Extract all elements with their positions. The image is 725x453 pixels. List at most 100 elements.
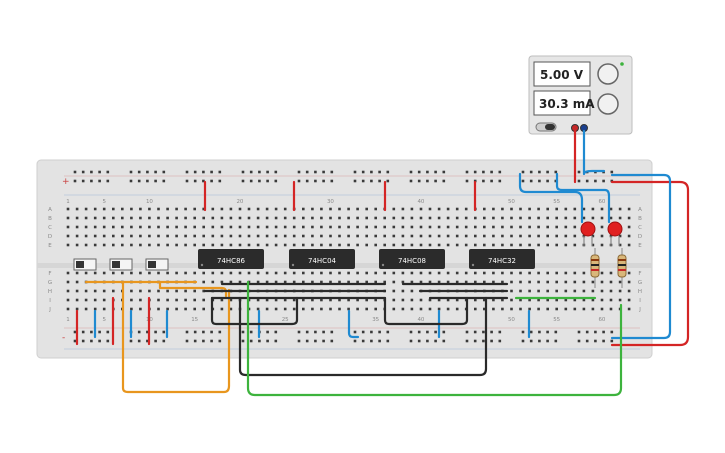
breadboard-hole[interactable]: [220, 243, 224, 247]
breadboard-hole[interactable]: [546, 298, 549, 302]
breadboard-hole[interactable]: [249, 170, 253, 174]
breadboard-hole[interactable]: [162, 330, 166, 334]
breadboard-hole[interactable]: [627, 207, 631, 211]
breadboard-hole[interactable]: [66, 307, 70, 311]
breadboard-hole[interactable]: [121, 271, 124, 275]
breadboard-hole[interactable]: [378, 339, 381, 343]
breadboard-hole[interactable]: [256, 298, 260, 302]
breadboard-hole[interactable]: [521, 330, 525, 334]
breadboard-hole[interactable]: [329, 298, 332, 302]
breadboard-hole[interactable]: [211, 207, 215, 211]
breadboard-hole[interactable]: [266, 339, 269, 343]
breadboard-hole[interactable]: [627, 298, 631, 302]
chip-and[interactable]: 74HC08: [379, 249, 445, 269]
breadboard-hole[interactable]: [465, 339, 469, 343]
breadboard-hole[interactable]: [446, 307, 450, 311]
breadboard-hole[interactable]: [157, 243, 160, 247]
breadboard-hole[interactable]: [356, 243, 359, 247]
breadboard-hole[interactable]: [365, 225, 368, 229]
breadboard-hole[interactable]: [202, 289, 205, 293]
breadboard-hole[interactable]: [365, 234, 368, 238]
wire-blue-rail-loop[interactable]: [610, 173, 672, 340]
breadboard-hole[interactable]: [154, 170, 157, 174]
breadboard-hole[interactable]: [112, 216, 115, 220]
breadboard-hole[interactable]: [510, 289, 513, 293]
breadboard-hole[interactable]: [292, 271, 296, 275]
breadboard-hole[interactable]: [81, 330, 85, 334]
breadboard-hole[interactable]: [258, 339, 261, 343]
breadboard-hole[interactable]: [437, 280, 441, 284]
breadboard-hole[interactable]: [106, 170, 110, 174]
breadboard-hole[interactable]: [283, 243, 287, 247]
breadboard-hole[interactable]: [537, 207, 540, 211]
breadboard-hole[interactable]: [528, 271, 531, 275]
breadboard-hole[interactable]: [546, 179, 549, 183]
breadboard-hole[interactable]: [338, 234, 341, 238]
breadboard-hole[interactable]: [256, 243, 260, 247]
breadboard-hole[interactable]: [582, 298, 586, 302]
breadboard-hole[interactable]: [428, 234, 432, 238]
breadboard-hole[interactable]: [442, 179, 446, 183]
breadboard-hole[interactable]: [609, 298, 613, 302]
breadboard-hole[interactable]: [410, 243, 414, 247]
breadboard-hole[interactable]: [356, 271, 359, 275]
breadboard-hole[interactable]: [338, 298, 341, 302]
breadboard-hole[interactable]: [419, 280, 423, 284]
breadboard-hole[interactable]: [374, 243, 377, 247]
breadboard-hole[interactable]: [75, 216, 79, 220]
breadboard-hole[interactable]: [401, 225, 405, 229]
breadboard-hole[interactable]: [510, 234, 513, 238]
breadboard-hole[interactable]: [338, 307, 341, 311]
breadboard-hole[interactable]: [185, 330, 189, 334]
breadboard-hole[interactable]: [320, 234, 323, 238]
breadboard-hole[interactable]: [148, 289, 151, 293]
breadboard-hole[interactable]: [627, 225, 631, 229]
breadboard-hole[interactable]: [582, 216, 586, 220]
breadboard-hole[interactable]: [602, 339, 605, 343]
breadboard-hole[interactable]: [256, 307, 260, 311]
breadboard-hole[interactable]: [202, 179, 205, 183]
breadboard-hole[interactable]: [473, 339, 477, 343]
breadboard-hole[interactable]: [193, 339, 197, 343]
breadboard-hole[interactable]: [330, 330, 334, 334]
breadboard-hole[interactable]: [338, 216, 341, 220]
breadboard-hole[interactable]: [166, 289, 169, 293]
breadboard-hole[interactable]: [529, 170, 533, 174]
breadboard-hole[interactable]: [564, 234, 568, 238]
breadboard-hole[interactable]: [258, 179, 261, 183]
breadboard-hole[interactable]: [582, 289, 586, 293]
breadboard-hole[interactable]: [401, 207, 405, 211]
breadboard-hole[interactable]: [292, 307, 296, 311]
breadboard-hole[interactable]: [210, 339, 213, 343]
breadboard-hole[interactable]: [546, 339, 549, 343]
breadboard-hole[interactable]: [409, 170, 413, 174]
breadboard-hole[interactable]: [582, 307, 586, 311]
breadboard-hole[interactable]: [184, 225, 187, 229]
breadboard-hole[interactable]: [106, 330, 110, 334]
breadboard-hole[interactable]: [554, 170, 558, 174]
breadboard-hole[interactable]: [428, 243, 432, 247]
breadboard-hole[interactable]: [455, 298, 459, 302]
breadboard-hole[interactable]: [184, 207, 187, 211]
breadboard-hole[interactable]: [401, 298, 405, 302]
breadboard-hole[interactable]: [98, 170, 101, 174]
breadboard-hole[interactable]: [365, 216, 368, 220]
breadboard-hole[interactable]: [482, 170, 485, 174]
breadboard-hole[interactable]: [157, 216, 160, 220]
breadboard-hole[interactable]: [498, 170, 502, 174]
breadboard-hole[interactable]: [519, 289, 522, 293]
breadboard-hole[interactable]: [148, 243, 151, 247]
breadboard-hole[interactable]: [75, 289, 79, 293]
breadboard-hole[interactable]: [537, 216, 540, 220]
breadboard-hole[interactable]: [392, 225, 396, 229]
breadboard-hole[interactable]: [66, 234, 70, 238]
breadboard-hole[interactable]: [247, 271, 251, 275]
breadboard-hole[interactable]: [274, 170, 278, 174]
breadboard-hole[interactable]: [555, 234, 558, 238]
breadboard-hole[interactable]: [154, 339, 157, 343]
breadboard-hole[interactable]: [297, 179, 301, 183]
breadboard-hole[interactable]: [283, 207, 287, 211]
breadboard-hole[interactable]: [93, 234, 97, 238]
breadboard-hole[interactable]: [356, 207, 359, 211]
breadboard-hole[interactable]: [417, 330, 421, 334]
